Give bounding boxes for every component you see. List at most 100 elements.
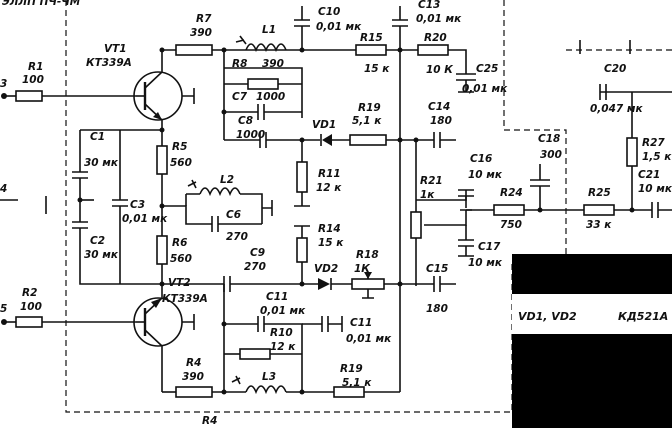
R25-ref: R21 xyxy=(420,175,443,187)
C18-value: 300 xyxy=(540,149,562,161)
resistor-R11 xyxy=(239,348,271,360)
note-type: КД521А xyxy=(618,310,668,323)
resistor-R7 xyxy=(175,44,213,56)
R25-value: 1к xyxy=(420,189,435,201)
resistor-R20 xyxy=(351,278,385,290)
C2-ref: C2 xyxy=(90,235,105,247)
resistor-R30 xyxy=(626,137,638,167)
C9-value: 0,01 мк xyxy=(260,305,306,317)
R21-value: 5,1 к xyxy=(342,377,372,389)
C16-ref: C16 xyxy=(470,153,492,165)
inductor-L2 xyxy=(199,187,241,197)
C18-ref: C18 xyxy=(538,133,560,145)
resistor-R8 xyxy=(175,386,213,398)
C7-value: 1000 xyxy=(236,129,265,141)
diode-VD2 xyxy=(318,278,330,290)
R19-ref: R19 xyxy=(358,102,381,114)
R4-ref: R4 xyxy=(202,415,217,427)
R14-value: 12 к xyxy=(316,182,342,194)
C3-value: 0,01 мк xyxy=(122,213,168,225)
C5-ref: C6 xyxy=(226,209,241,221)
VD2-ref: VD2 xyxy=(314,263,338,275)
R24-value: 10 К xyxy=(426,64,453,76)
C21-ref: C21 xyxy=(638,169,660,181)
R2-value: 100 xyxy=(20,301,42,313)
L3-ref: L3 xyxy=(262,371,276,383)
C10-ref: C10 xyxy=(318,6,340,18)
R30-ref: R27 xyxy=(642,137,665,149)
VT2-type: КТ339А xyxy=(162,293,208,305)
resistor-R6 xyxy=(156,235,168,265)
C9-ref: C11 xyxy=(266,291,288,303)
C17-ref: C17 xyxy=(478,241,501,253)
R10-value: 390 xyxy=(262,58,284,70)
R5-value: 560 xyxy=(170,157,192,169)
R15-value: 15 к xyxy=(318,237,344,249)
C1-value: 30 мк xyxy=(84,157,119,169)
L1-ref: L1 xyxy=(262,24,276,36)
C15-ref: C15 xyxy=(426,263,448,275)
R11-value: 12 к xyxy=(270,341,296,353)
C2-value: 30 мк xyxy=(84,249,119,261)
C13-value: 0,01 мк xyxy=(416,13,462,25)
C5-value: 270 xyxy=(226,231,248,243)
inductor-L1 xyxy=(245,43,287,53)
VT2-ref: VT2 xyxy=(168,277,191,289)
R18-value: 15 к xyxy=(364,63,390,75)
C20-ref: C20 xyxy=(604,63,626,75)
C11-value: 0,01 мк xyxy=(346,333,392,345)
R15-ref: R14 xyxy=(318,223,341,235)
R7-ref: R7 xyxy=(196,13,212,25)
resistor-R25 xyxy=(410,211,422,239)
resistor-R26 xyxy=(493,204,525,216)
C6-ref: C7 xyxy=(232,91,248,103)
R20-ref: R18 xyxy=(356,249,379,261)
C8-ref: C9 xyxy=(250,247,265,259)
resistor-R1 xyxy=(15,90,43,102)
C6-value: 1000 xyxy=(256,91,285,103)
resistor-R10 xyxy=(247,78,279,90)
resistor-R24 xyxy=(417,44,449,56)
C16-value: 10 мк xyxy=(468,169,503,181)
R8-ref: R4 xyxy=(186,357,201,369)
resistor-R5 xyxy=(156,145,168,175)
C17-value: 10 мк xyxy=(468,257,503,269)
C25-ref: C25 xyxy=(476,63,498,75)
R20-value: 1К xyxy=(354,263,370,275)
C21-value: 10 мк xyxy=(638,183,672,195)
R26-value: 750 xyxy=(500,219,522,231)
note-box-bottom xyxy=(512,334,672,428)
terminal-3-label: 3 xyxy=(0,78,7,90)
C7-ref: C8 xyxy=(238,115,253,127)
VT1-ref: VT1 xyxy=(104,43,127,55)
C15-value: 180 xyxy=(426,303,448,315)
R10-ref: R8 xyxy=(232,58,247,70)
C13-ref: C13 xyxy=(418,0,440,11)
R27-ref: R25 xyxy=(588,187,611,199)
R2-ref: R2 xyxy=(22,287,37,299)
C1-ref: C1 xyxy=(90,131,105,143)
R19-value: 5,1 к xyxy=(352,115,382,127)
terminal-5-label: 5 xyxy=(0,303,7,315)
C3-ref: C3 xyxy=(130,199,145,211)
note-strip xyxy=(512,294,672,334)
R26-ref: R24 xyxy=(500,187,523,199)
R14-ref: R11 xyxy=(318,168,341,180)
R27-value: 33 к xyxy=(586,219,612,231)
inductor-L3 xyxy=(245,385,287,395)
resistor-R2 xyxy=(15,316,43,328)
R6-ref: R6 xyxy=(172,237,187,249)
L2-ref: L2 xyxy=(220,174,234,186)
C8-value: 270 xyxy=(244,261,266,273)
C10-value: 0,01 мк xyxy=(316,21,362,33)
C11-ref: C11 xyxy=(350,317,372,329)
R8-value: 390 xyxy=(182,371,204,383)
VT1-type: КТ339А xyxy=(86,57,132,69)
note-box-top xyxy=(512,254,672,294)
C25-value: 0,01 мк xyxy=(462,83,508,95)
C14-ref: C14 xyxy=(428,101,450,113)
resistor-R18 xyxy=(355,44,387,56)
R1-ref: R1 xyxy=(28,61,43,73)
terminal-4-label: 4 xyxy=(0,183,7,195)
